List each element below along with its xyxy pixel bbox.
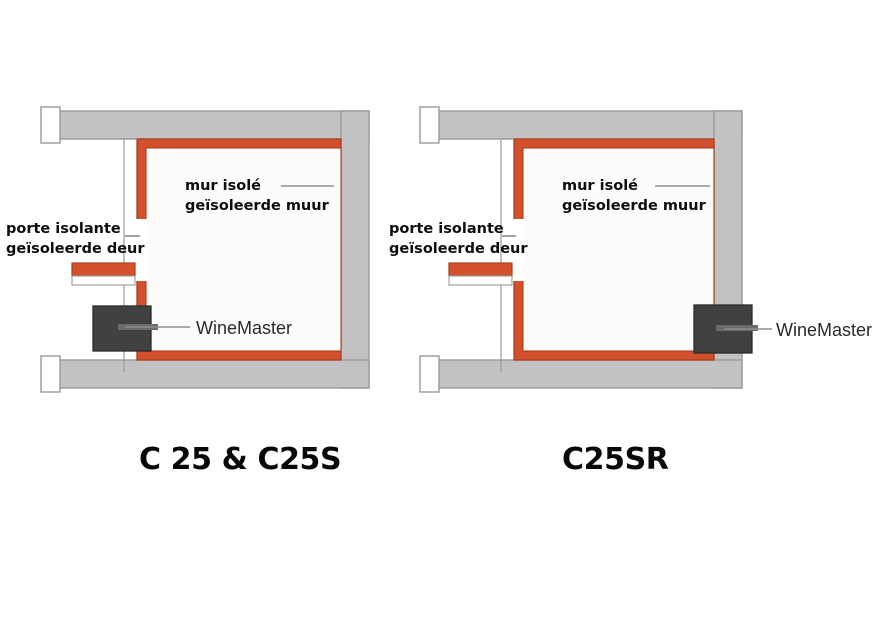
- left-insulated-room: [136, 138, 342, 361]
- right-wall-bottom: [422, 359, 743, 389]
- right-door-leaf-frame: [448, 275, 513, 286]
- left-leader-lines: [125, 185, 334, 328]
- right-wall-break-cap-top: [419, 106, 440, 144]
- right-door-label-line1: porte isolante: [389, 221, 504, 237]
- right-door-leaf: [448, 262, 513, 277]
- right-door-jamb-lines: [500, 138, 514, 372]
- left-door-leaf: [71, 262, 136, 277]
- left-door-leaf-frame: [71, 275, 136, 286]
- right-doorway-gap: [513, 219, 524, 281]
- left-wall-bottom: [43, 359, 370, 389]
- right-room-interior: [522, 147, 715, 352]
- left-wall-label-line2: geïsoleerde muur: [185, 198, 330, 214]
- right-diagram-caption: C25SR: [562, 442, 669, 477]
- right-wall-top: [422, 110, 743, 140]
- diagram-right: mur isolé geïsoleerde muur porte isolant…: [389, 106, 872, 477]
- left-wall-break-cap-top: [40, 106, 61, 144]
- right-door-label-line2: geïsoleerde deur: [389, 241, 528, 257]
- right-wall-label-line2: geïsoleerde muur: [562, 198, 707, 214]
- right-unit-label: WineMaster: [776, 320, 872, 340]
- right-unit-vent-slot: [716, 325, 758, 331]
- diagram-left: mur isolé geïsoleerde muur porte isolant…: [6, 106, 370, 477]
- left-wall-label-line1: mur isolé: [185, 178, 261, 194]
- left-insulated-door: [71, 262, 136, 286]
- right-insulated-room: [513, 138, 715, 361]
- left-winemaster-unit: [92, 305, 158, 352]
- left-wall-break-cap-bottom: [40, 355, 61, 393]
- right-wall-break-cap-bottom: [419, 355, 440, 393]
- left-wall-right: [340, 110, 370, 389]
- left-diagram-caption: C 25 & C25S: [139, 442, 341, 477]
- left-unit-label: WineMaster: [196, 318, 292, 338]
- left-door-label-line2: geïsoleerde deur: [6, 241, 145, 257]
- left-doorway-gap: [136, 219, 147, 281]
- left-room-interior: [145, 147, 342, 352]
- right-leader-lines: [502, 185, 772, 330]
- left-wall-top: [43, 110, 370, 140]
- left-door-label-line1: porte isolante: [6, 221, 121, 237]
- right-insulated-door: [448, 262, 513, 286]
- right-wall-label-line1: mur isolé: [562, 178, 638, 194]
